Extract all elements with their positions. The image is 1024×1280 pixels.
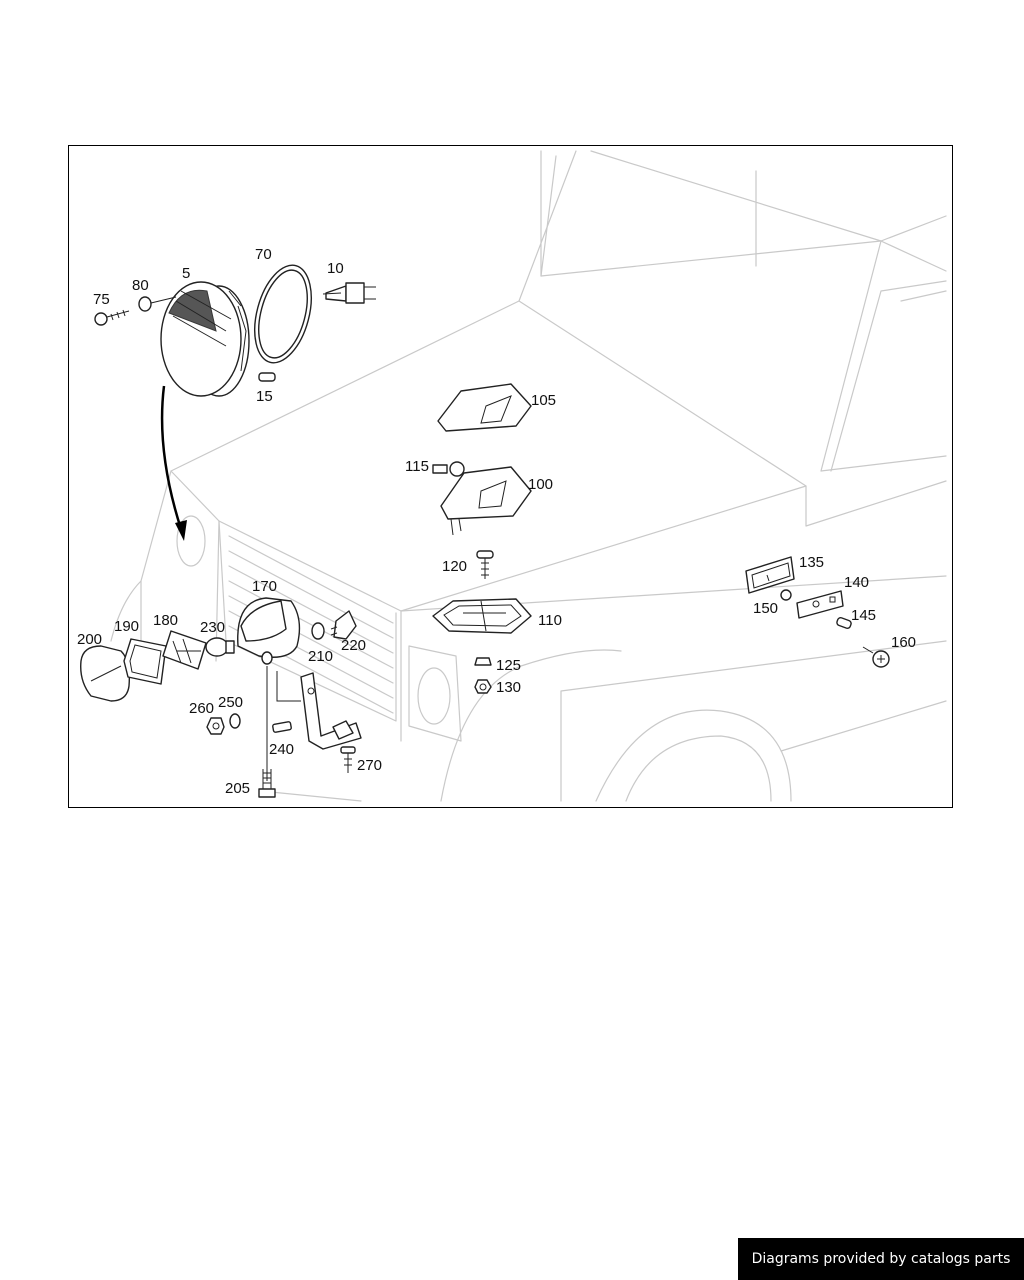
- label-5: 5: [182, 265, 190, 282]
- label-250: 250: [218, 694, 243, 711]
- vehicle-outline: [110, 150, 947, 802]
- label-70: 70: [255, 246, 272, 263]
- label-160: 160: [891, 634, 916, 651]
- label-145: 145: [851, 607, 876, 624]
- bulb-230: [205, 637, 235, 657]
- side-marker-135: [745, 556, 795, 594]
- parts-diagram: 5 10 15 70 75 80 100 105 110 115 120 125…: [77, 150, 947, 802]
- washer-80: [138, 296, 152, 312]
- label-110: 110: [538, 612, 562, 629]
- label-230: 230: [200, 619, 225, 636]
- leader-lines: [266, 666, 301, 781]
- label-100: 100: [528, 476, 553, 493]
- screw-120: [476, 550, 494, 579]
- washer-210: [311, 622, 325, 640]
- label-140: 140: [844, 574, 869, 591]
- screw-270: [340, 746, 356, 773]
- part-labels: 5 10 15 70 75 80 100 105 110 115 120 125…: [77, 246, 916, 797]
- washer-250: [229, 713, 241, 729]
- label-180: 180: [153, 612, 178, 629]
- diagram-frame: 5 10 15 70 75 80 100 105 110 115 120 125…: [68, 145, 953, 808]
- label-135: 135: [799, 554, 824, 571]
- reflector-180: [162, 630, 207, 670]
- bulb-145: [836, 616, 852, 630]
- marker-bulb-150: [780, 589, 792, 601]
- marker-plate-140: [796, 590, 844, 619]
- label-260: 260: [189, 700, 214, 717]
- bracket: [300, 672, 362, 750]
- bulb-115: [432, 461, 465, 477]
- assembly-arrow: [160, 385, 183, 530]
- screw-75: [94, 309, 130, 326]
- indicator-lens-105: [437, 383, 532, 432]
- pin-240: [272, 721, 292, 733]
- gasket-190: [123, 638, 167, 685]
- label-205: 205: [225, 780, 250, 797]
- fog-housing-170: [237, 597, 301, 665]
- label-15: 15: [256, 388, 273, 405]
- headlamp-assembly: [160, 281, 250, 397]
- nut-260: [206, 717, 225, 735]
- label-270: 270: [357, 757, 382, 774]
- label-150: 150: [753, 600, 778, 617]
- label-125: 125: [496, 657, 521, 674]
- label-210: 210: [308, 648, 333, 665]
- base-plate-110: [432, 598, 532, 634]
- fog-lens-200: [80, 645, 131, 702]
- label-240: 240: [269, 741, 294, 758]
- parking-bulb: [258, 372, 276, 382]
- headlamp-bulb: [322, 282, 376, 304]
- nut-220: [330, 610, 357, 640]
- label-170: 170: [252, 578, 277, 595]
- credit-badge: Diagrams provided by catalogs parts: [738, 1238, 1024, 1280]
- screw-160: [862, 646, 890, 668]
- label-115: 115: [405, 458, 429, 475]
- label-130: 130: [496, 679, 521, 696]
- clip-125: [474, 657, 492, 666]
- bolt-205: [258, 769, 276, 798]
- nut-130: [474, 679, 492, 694]
- label-120: 120: [442, 558, 467, 575]
- label-80: 80: [132, 277, 149, 294]
- label-105: 105: [531, 392, 556, 409]
- label-190: 190: [114, 618, 139, 635]
- label-10: 10: [327, 260, 344, 277]
- indicator-housing-100: [440, 466, 532, 536]
- label-200: 200: [77, 631, 102, 648]
- label-220: 220: [341, 637, 366, 654]
- label-75: 75: [93, 291, 110, 308]
